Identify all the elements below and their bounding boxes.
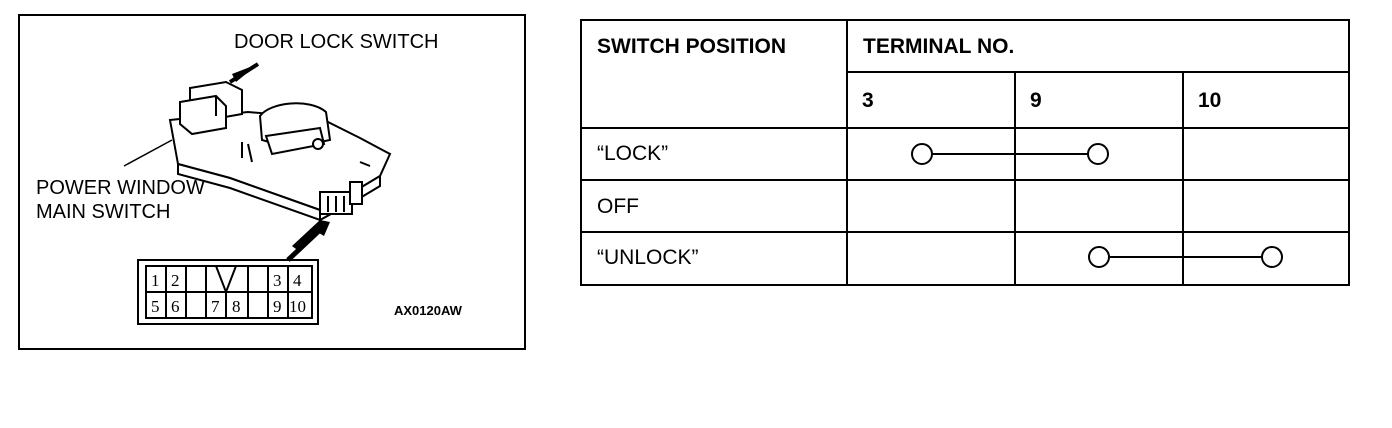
terminal-3-header: 3 (862, 89, 874, 112)
main-switch-leader (123, 139, 173, 167)
terminal-10-header: 10 (1198, 89, 1222, 112)
table-grid (580, 19, 1350, 286)
header-terminal-no: TERMINAL NO. (863, 35, 1015, 58)
terminal-9-node (1087, 143, 1109, 165)
main-switch-label-line2: MAIN SWITCH (36, 201, 171, 223)
header-switch-position: SWITCH POSITION (597, 35, 786, 58)
pin-1: 1 (151, 271, 160, 290)
terminal-9-header: 9 (1030, 89, 1042, 112)
row-off-label: OFF (597, 195, 639, 218)
pin-6: 6 (171, 297, 180, 316)
row-unlock-label: “UNLOCK” (597, 246, 699, 269)
power-window-switch-body (168, 80, 392, 222)
pin-8: 8 (232, 297, 241, 316)
switch-illustration: 1 2 3 4 5 6 7 8 9 10 DOOR LOCK SWITCH PO… (18, 14, 526, 350)
unlock-connection (1088, 246, 1283, 268)
figure-code: AX0120AW (394, 303, 462, 318)
terminal-3-node (911, 143, 933, 165)
pin-9: 9 (273, 297, 282, 316)
connector-pinout (137, 259, 319, 325)
terminal-10-node (1261, 246, 1283, 268)
pin-5: 5 (151, 297, 160, 316)
pin-10: 10 (289, 297, 306, 316)
main-switch-label-line1: POWER WINDOW (36, 177, 205, 199)
continuity-table: SWITCH POSITION TERMINAL NO. 3 9 10 “LOC… (580, 19, 1350, 286)
switch-drawing: 1 2 3 4 5 6 7 8 9 10 (123, 62, 392, 325)
pin-3: 3 (273, 271, 282, 290)
pin-4: 4 (293, 271, 302, 290)
pin-7: 7 (211, 297, 220, 316)
door-lock-switch-label: DOOR LOCK SWITCH (234, 31, 439, 53)
row-lock-label: “LOCK” (597, 142, 669, 165)
lock-connection (911, 143, 1109, 165)
terminal-9-node (1088, 246, 1110, 268)
pin-2: 2 (171, 271, 180, 290)
